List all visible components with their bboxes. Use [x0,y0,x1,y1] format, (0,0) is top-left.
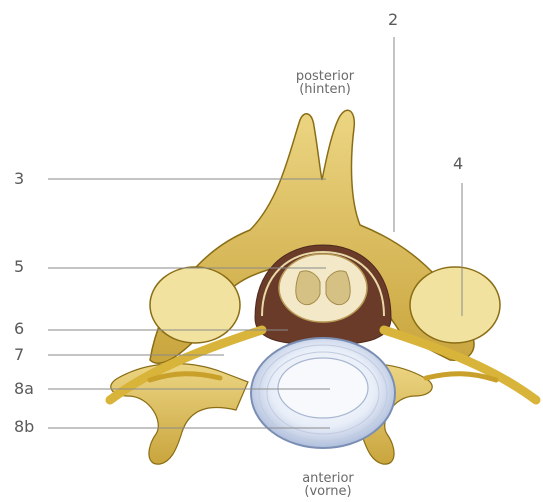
articular-process-left [150,267,240,343]
articular-process-right [410,267,500,343]
nucleus-pulposus [278,358,368,418]
label-7: 7 [14,347,24,363]
label-4: 4 [453,156,463,172]
transverse-process-left [111,364,248,465]
label-8b: 8b [14,419,34,435]
label-3: 3 [14,171,24,187]
label-5: 5 [14,259,24,275]
spinal-cord [279,254,367,322]
label-6: 6 [14,321,24,337]
nerve-right-branch [426,374,496,380]
orientation-bottom: anterior (vorne) [268,472,388,498]
orientation-top: posterior (hinten) [265,70,385,96]
orientation-bottom-line2: (vorne) [268,485,388,498]
orientation-top-line2: (hinten) [265,83,385,96]
label-8a: 8a [14,381,34,397]
label-2: 2 [388,12,398,28]
